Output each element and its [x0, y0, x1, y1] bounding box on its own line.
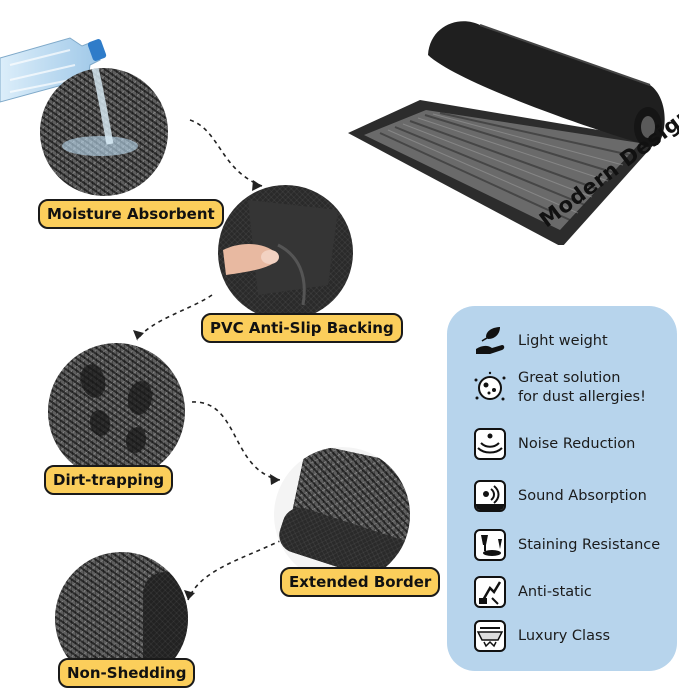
extended-border-badge: Extended Border — [280, 567, 441, 597]
noise-reduction-icon — [472, 426, 508, 462]
feature-dust-allergies: Great solution for dust allergies! — [472, 369, 646, 407]
feature-label: Sound Absorption — [518, 487, 647, 504]
feature-luxury-class: Luxury Class — [472, 618, 610, 654]
feature-label: Noise Reduction — [518, 435, 636, 452]
moisture-absorbent-badge: Moisture Absorbent — [38, 199, 224, 229]
sound-absorption-icon — [472, 478, 508, 514]
feature-light-weight: Light weight — [472, 323, 608, 359]
anti-static-icon — [472, 574, 508, 610]
feature-label: Anti-static — [518, 583, 592, 600]
luxury-class-icon — [472, 618, 508, 654]
feature-label: Staining Resistance — [518, 536, 661, 553]
staining-resistance-icon — [472, 527, 508, 563]
feature-label-line2: for dust allergies! — [518, 389, 646, 405]
feature-anti-static: Anti-static — [472, 574, 592, 610]
feature-label: Light weight — [518, 332, 608, 349]
rolled-mat-image — [340, 15, 670, 247]
feature-staining-resistance: Staining Resistance — [472, 527, 660, 563]
dust-allergy-icon — [472, 370, 508, 406]
extended-border-circle-image — [274, 447, 410, 583]
feature-label: Luxury Class — [518, 627, 611, 644]
dirt-trapping-badge: Dirt-trapping — [44, 465, 174, 495]
feature-label: Great solution — [518, 370, 621, 386]
pvc-anti-slip-backing-badge: PVC Anti-Slip Backing — [201, 313, 403, 343]
feature-noise-reduction: Noise Reduction — [472, 426, 635, 462]
moisture-circle-image — [40, 68, 168, 196]
pvc-backing-circle-image — [218, 185, 353, 320]
dirt-trapping-circle-image — [48, 343, 185, 480]
light-weight-icon — [472, 323, 508, 359]
non-shedding-badge: Non-Shedding — [58, 658, 196, 688]
feature-sound-absorption: Sound Absorption — [472, 478, 647, 514]
